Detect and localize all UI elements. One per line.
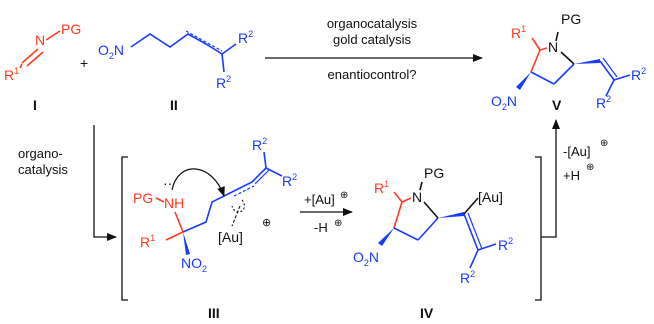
condition-enantiocontrol: enantiocontrol? (328, 67, 417, 82)
iv-pg-group: PG (424, 165, 444, 181)
compound-I-imine: N PG R1 I (4, 21, 81, 113)
intermediate-IV: PG N R1 [Au] R2 R2 O2N IV (353, 165, 513, 321)
product-o2n-group: O2N (491, 93, 517, 112)
iii-lone-pair: ·· (163, 175, 172, 191)
condition-gold-catalysis: gold catalysis (333, 32, 412, 47)
imine-n-atom: N (35, 32, 45, 48)
iii-pg-group: PG (133, 190, 153, 206)
allene-o2n-group: O2N (98, 42, 124, 61)
iii-no2-group: NO2 (181, 255, 207, 274)
product-n-atom: N (548, 39, 558, 55)
protodeauration-arrow: -[Au] ⊕ +H ⊕ (541, 119, 608, 238)
final-add-proton: +H (563, 168, 580, 183)
iv-o2n-group: O2N (353, 249, 379, 268)
allene-r2-bottom: R2 (216, 74, 231, 91)
main-reaction-arrow: organocatalysis gold catalysis enantioco… (265, 16, 483, 82)
iv-r2-bottom: R2 (460, 269, 475, 286)
product-r1-group: R1 (511, 24, 526, 41)
iv-n-atom: N (412, 189, 422, 205)
iii-r2-top: R2 (252, 136, 267, 153)
bracket-right (535, 156, 542, 301)
iii-nh-group: NH (164, 195, 184, 211)
label-intermediate-III: III (208, 305, 220, 321)
plus-sign: + (80, 55, 88, 71)
side-condition-catalysis: catalysis (18, 162, 68, 177)
final-loss-gold: -[Au] (563, 144, 590, 159)
compound-II-nitro-allene: O2N R2 R2 II (98, 29, 253, 113)
iii-r1-group: R1 (140, 233, 155, 250)
label-compound-II: II (170, 97, 178, 113)
allene-r2-top: R2 (238, 29, 253, 46)
intermediate-III: ·· PG NH R1 NO2 R2 R2 [Au] ⊕ III (133, 136, 297, 321)
product-r2-right: R2 (631, 66, 646, 83)
product-pg-group: PG (561, 11, 581, 27)
iii-r2-right: R2 (282, 172, 297, 189)
iii-gold-label: [Au] (218, 229, 243, 245)
final-add-proton-charge: ⊕ (586, 162, 594, 173)
imine-pg-group: PG (61, 21, 81, 37)
condition-organocatalysis: organocatalysis (327, 16, 418, 31)
iii-gold-charge: ⊕ (262, 217, 271, 229)
label-compound-I: I (33, 97, 37, 113)
bracket-left (121, 156, 128, 301)
step-loss-proton: -H (314, 220, 328, 235)
imine-r1-group: R1 (4, 66, 19, 83)
product-r2-bottom: R2 (596, 94, 611, 111)
final-loss-gold-charge: ⊕ (600, 138, 608, 149)
label-intermediate-IV: IV (420, 305, 434, 321)
step-loss-proton-charge: ⊕ (334, 218, 342, 229)
iv-r1-group: R1 (374, 179, 389, 196)
label-compound-V: V (552, 97, 562, 113)
organocatalysis-arrow: organo- catalysis (18, 125, 117, 241)
step-add-gold-charge: ⊕ (340, 190, 348, 201)
cyclization-arrow: +[Au] ⊕ -H ⊕ (300, 190, 353, 235)
iv-r2-right: R2 (498, 236, 513, 253)
iv-gold-label: [Au] (478, 189, 503, 205)
step-add-gold: +[Au] (304, 192, 335, 207)
side-condition-organo: organo- (18, 146, 63, 161)
product-V: PG N R1 R2 R2 O2N V (491, 11, 646, 113)
